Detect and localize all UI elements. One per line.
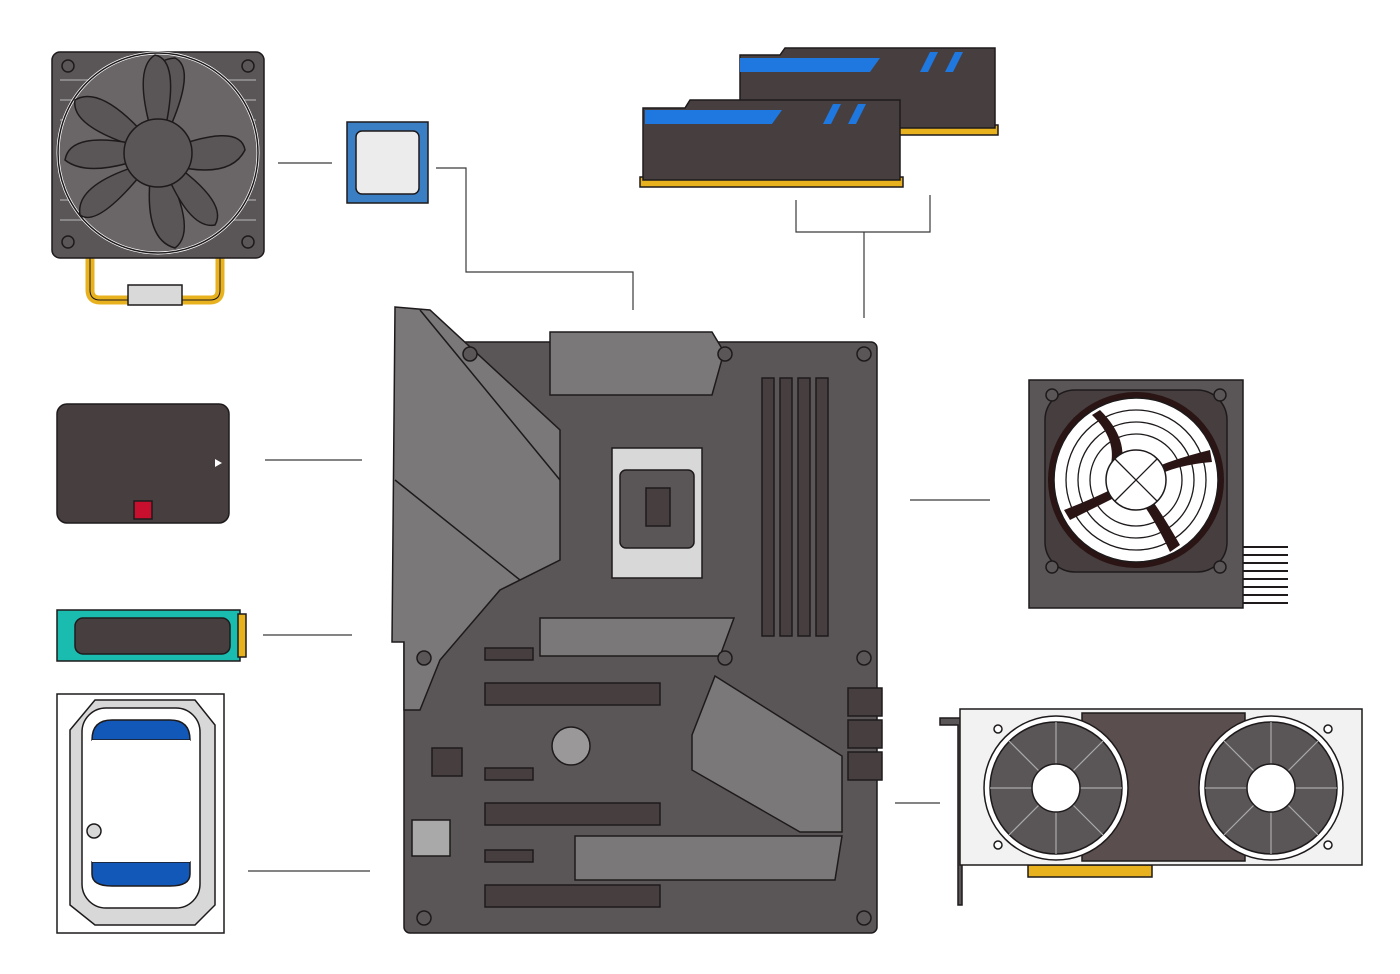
- graphics-card-icon: [939, 708, 1363, 906]
- power-supply-icon: [1028, 379, 1288, 609]
- gpu-fan-left: [983, 715, 1129, 861]
- connector-lines: [248, 162, 990, 872]
- cpu-cooler-icon: [51, 51, 265, 306]
- cpu-icon: [346, 121, 429, 204]
- ram-stick-front: [639, 99, 904, 188]
- dimm-slots: [761, 377, 829, 637]
- ram-line: [795, 195, 931, 318]
- hard-drive-icon: [56, 693, 225, 934]
- gpu-fan-right: [1198, 715, 1344, 861]
- m2-ssd-icon: [56, 609, 247, 662]
- ssd-icon: [56, 403, 230, 524]
- ram-modules-icon: [639, 47, 999, 188]
- cpu-line: [436, 167, 634, 310]
- motherboard-icon: [391, 306, 883, 934]
- pcie-slots: [484, 647, 661, 908]
- rear-io: [847, 687, 883, 781]
